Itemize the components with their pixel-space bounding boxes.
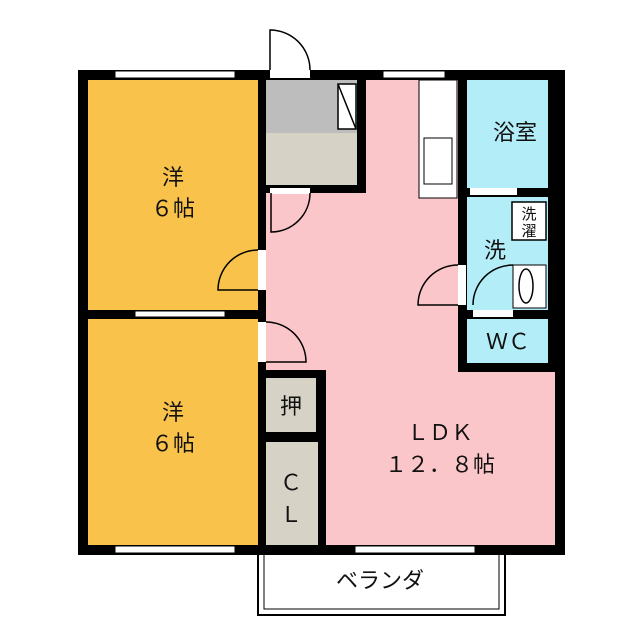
- ldk-label: ＬＤＫ: [407, 421, 473, 446]
- laundry-label-1: 洗: [521, 205, 536, 223]
- ldk-floor: [266, 80, 555, 545]
- door-opening: [258, 250, 266, 290]
- western-room-1: [88, 80, 258, 310]
- washroom-label: 洗: [484, 239, 506, 264]
- genkan-step: [266, 133, 357, 185]
- wc-label: ＷＣ: [486, 330, 530, 355]
- western-room-1-size: ６帖: [151, 197, 195, 222]
- western-room-1-door[interactable]: [217, 249, 259, 291]
- veranda-label: ベランダ: [336, 569, 424, 594]
- door-opening: [270, 188, 310, 194]
- windows: [114, 70, 476, 554]
- shoe-box-line: [337, 83, 357, 130]
- closet-oshiire: [266, 378, 316, 432]
- basin-bowl: [518, 268, 534, 304]
- washing-machine-space: [511, 201, 547, 241]
- entry-door[interactable]: [269, 29, 311, 71]
- bath-label: 浴室: [493, 121, 537, 146]
- wc-door: [473, 310, 513, 317]
- genkan-inner-door[interactable]: [270, 192, 311, 233]
- cl-label-1: Ｃ: [280, 471, 302, 496]
- ldk-size: １２．８帖: [385, 453, 495, 478]
- toilet-room: [467, 319, 548, 363]
- entry-door-opening: [270, 70, 310, 78]
- door-opening: [258, 322, 266, 362]
- laundry-label-2: 濯: [521, 222, 536, 240]
- wall: [258, 185, 366, 193]
- bath-door: [470, 188, 517, 195]
- door-swing: [472, 264, 514, 306]
- western-room-2: [88, 319, 258, 545]
- kitchen-sink: [423, 137, 453, 185]
- western-room-2-label: 洋: [162, 401, 184, 426]
- washroom-door-opening: [458, 265, 466, 305]
- western-room-2-door[interactable]: [265, 321, 307, 363]
- oshiire-label: 押: [280, 395, 302, 420]
- cl-label-2: Ｌ: [280, 503, 302, 528]
- bathroom: [467, 80, 548, 188]
- closet-cl: [266, 442, 318, 545]
- washroom-door[interactable]: [417, 264, 459, 306]
- veranda-outline: [257, 552, 506, 616]
- wall: [357, 80, 366, 193]
- western-room-2-size: ６帖: [151, 432, 195, 457]
- western-room-1-label: 洋: [162, 166, 184, 191]
